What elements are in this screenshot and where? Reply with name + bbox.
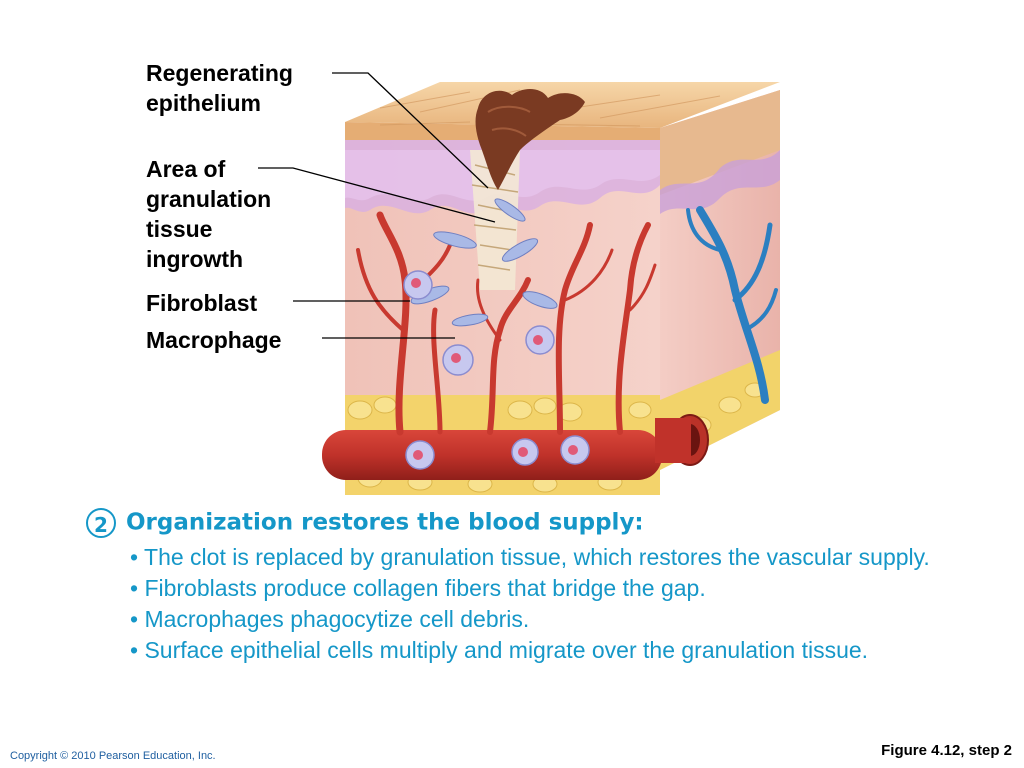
figure-caption: Figure 4.12, step 2 — [881, 742, 1012, 759]
scab — [475, 89, 585, 190]
step-heading: 2 Organization restores the blood supply: — [86, 508, 644, 538]
bullet-item: • Surface epithelial cells multiply and … — [130, 637, 869, 663]
bullet-item: • Fibroblasts produce collagen fibers th… — [130, 575, 706, 601]
vein-blue — [686, 206, 778, 404]
step-heading-text: Organization restores the blood supply: — [126, 509, 644, 536]
fibroblasts — [410, 198, 558, 327]
label-granulation-area: Area of granulation tissue ingrowth — [146, 156, 272, 272]
step-number-badge: 2 — [86, 508, 116, 538]
copyright: Copyright © 2010 Pearson Education, Inc. — [10, 750, 216, 762]
label-macrophage: Macrophage — [146, 327, 282, 353]
macrophages — [403, 270, 590, 470]
bullet-item: • The clot is replaced by granulation ti… — [130, 544, 930, 570]
leader-lines — [258, 72, 496, 339]
bullet-item: • Macrophages phagocytize cell debris. — [130, 606, 530, 632]
label-regenerating-epithelium: Regenerating epithelium — [146, 60, 293, 116]
step-bullets: • The clot is replaced by granulation ti… — [130, 542, 990, 666]
block-side-face — [660, 90, 780, 470]
skin-wound-diagram — [258, 72, 780, 495]
label-fibroblast: Fibroblast — [146, 290, 258, 316]
